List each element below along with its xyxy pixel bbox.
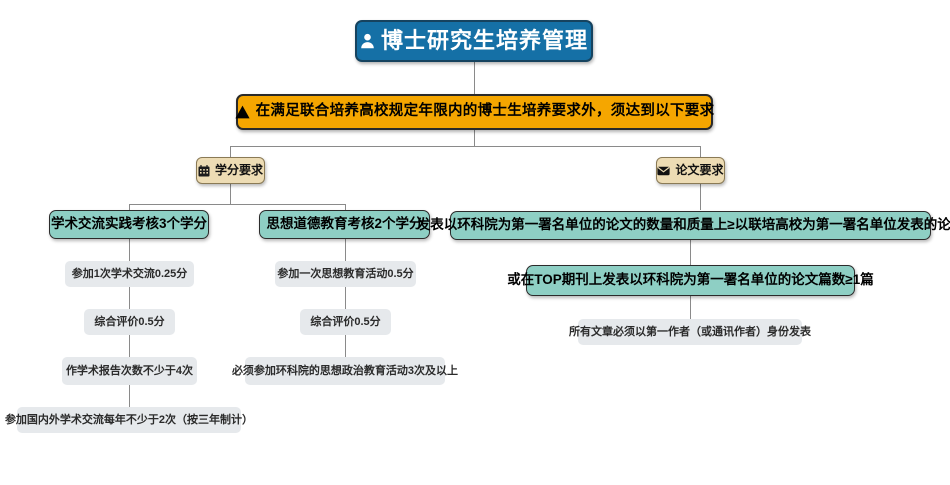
connector-moral-chain-1 [345, 239, 346, 261]
note-node-moral-2[interactable]: 综合评价0.5分 [300, 309, 391, 335]
note-node-academic-2[interactable]: 综合评价0.5分 [84, 309, 175, 335]
note-node-moral-2-label: 综合评价0.5分 [310, 315, 381, 328]
note-node-moral-1-label: 参加一次思想教育活动0.5分 [277, 267, 414, 280]
connector-to-category-thesis [700, 146, 701, 157]
note-node-thesis-1-label: 所有文章必须以第一作者（或通讯作者）身份发表 [569, 325, 811, 338]
connector-academic-chain-1 [129, 239, 130, 261]
connector-credit-bar [129, 204, 345, 205]
category-node-credit-label: 学分要求 [214, 162, 263, 177]
requirement-node-moral[interactable]: 思想道德教育考核2个学分 [259, 210, 430, 239]
category-node-credit[interactable]: 学分要求 [196, 157, 265, 184]
calendar-icon [198, 164, 210, 177]
note-node-moral-3[interactable]: 必须参加环科院的思想政治教育活动3次及以上 [232, 357, 458, 385]
note-node-moral-1[interactable]: 参加一次思想教育活动0.5分 [275, 261, 416, 287]
warning-triangle-icon [235, 105, 250, 119]
requirement-node-moral-label: 思想道德教育考核2个学分 [266, 216, 423, 232]
note-node-academic-4-label: 参加国内外学术交流每年不少于2次（按三年制计） [4, 413, 254, 426]
category-node-thesis[interactable]: 论文要求 [656, 157, 725, 184]
requirement-node-top-journal[interactable]: 或在TOP期刊上发表以环科院为第一署名单位的论文篇数≥1篇 [507, 265, 874, 296]
root-node-title[interactable]: 博士研究生培养管理 [355, 20, 593, 62]
envelope-icon [657, 166, 671, 176]
requirement-node-paper-count-label: 发表以环科院为第一署名单位的论文的数量和质量上≥以联培高校为第一署名单位发表的论… [416, 217, 950, 233]
requirement-node-top-journal-label: 或在TOP期刊上发表以环科院为第一署名单位的论文篇数≥1篇 [507, 272, 874, 288]
connector-academic-chain-4 [129, 385, 130, 407]
note-node-moral-3-label: 必须参加环科院的思想政治教育活动3次及以上 [231, 364, 459, 377]
requirement-node-academic[interactable]: 学术交流实践考核3个学分 [49, 210, 209, 239]
connector-moral-chain-3 [345, 335, 346, 357]
note-node-thesis-1[interactable]: 所有文章必须以第一作者（或通讯作者）身份发表 [569, 319, 811, 345]
note-node-academic-3-label: 作学术报告次数不少于4次 [65, 364, 194, 377]
connector-academic-chain-3 [129, 335, 130, 357]
root-node-label: 博士研究生培养管理 [380, 27, 588, 53]
note-node-academic-1[interactable]: 参加1次学术交流0.25分 [65, 261, 194, 287]
connector-thesis-chain-1 [690, 240, 691, 265]
connector-thesis-chain-2 [690, 296, 691, 319]
connector-to-req-academic [129, 204, 130, 210]
connector-to-category-credit [230, 146, 231, 157]
category-node-thesis-label: 论文要求 [675, 162, 724, 177]
person-icon [360, 33, 375, 49]
note-node-academic-1-label: 参加1次学术交流0.25分 [71, 267, 188, 280]
warning-node-label: 在满足联合培养高校规定年限内的博士生培养要求外，须达到以下要求 [255, 103, 715, 120]
connector-academic-chain-2 [129, 287, 130, 309]
connector-credit-down [230, 184, 231, 204]
note-node-academic-4[interactable]: 参加国内外学术交流每年不少于2次（按三年制计） [5, 407, 253, 433]
connector-category-bar [230, 146, 700, 147]
warning-node[interactable]: 在满足联合培养高校规定年限内的博士生培养要求外，须达到以下要求 [235, 94, 715, 130]
connector-title-to-warning [474, 62, 475, 94]
connector-thesis-down [700, 184, 701, 210]
connector-warning-down [474, 130, 475, 146]
requirement-node-paper-count[interactable]: 发表以环科院为第一署名单位的论文的数量和质量上≥以联培高校为第一署名单位发表的论… [417, 211, 950, 240]
note-node-academic-2-label: 综合评价0.5分 [94, 315, 165, 328]
connector-moral-chain-2 [345, 287, 346, 309]
requirement-node-academic-label: 学术交流实践考核3个学分 [50, 216, 207, 232]
note-node-academic-3[interactable]: 作学术报告次数不少于4次 [62, 357, 197, 385]
connector-to-req-moral [345, 204, 346, 210]
